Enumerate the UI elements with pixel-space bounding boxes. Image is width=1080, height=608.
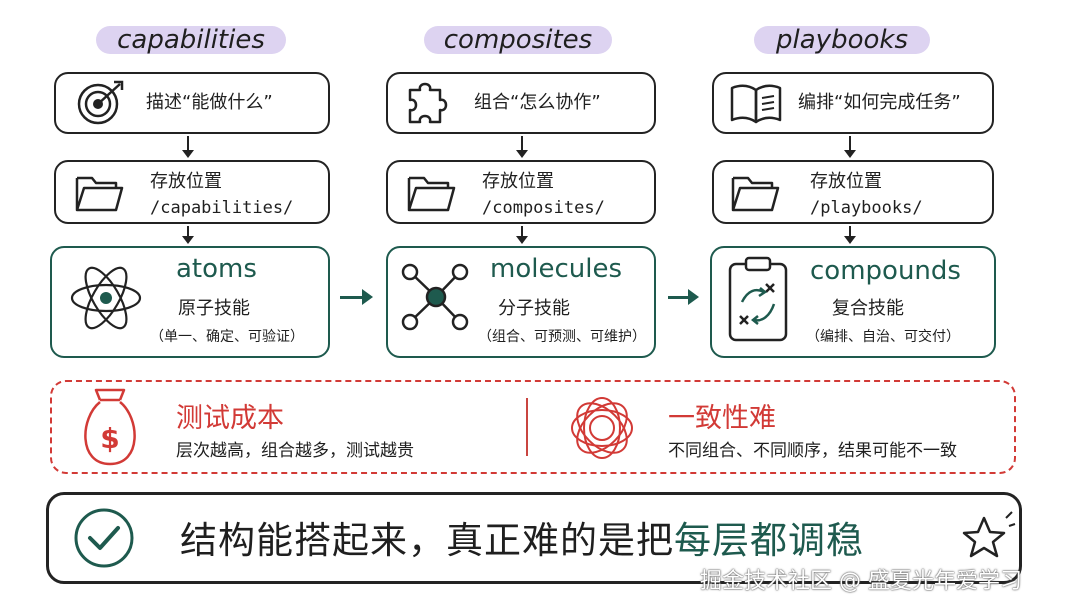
folder-icon <box>731 176 780 212</box>
cost-title: 测试成本 <box>176 403 284 434</box>
skill-cn-compounds: 复合技能 <box>832 298 904 319</box>
consistency-desc: 不同组合、不同顺序，结果可能不一致 <box>668 441 957 461</box>
skill-traits-atoms: （单一、确定、可验证） <box>150 329 304 345</box>
skill-name-atoms: atoms <box>176 254 257 284</box>
conclusion-highlight: 每层都调稳 <box>674 519 864 562</box>
target-icon <box>77 80 124 125</box>
skill-cn-atoms: 原子技能 <box>178 298 250 319</box>
arrow-down <box>516 136 528 158</box>
watermark: 掘金技术社区 @ 盛夏光年爱学习 <box>700 569 1022 594</box>
describe-text-playbooks: 编排“如何完成任务” <box>798 92 961 113</box>
describe-text-capabilities: 描述“能做什么” <box>146 92 273 113</box>
money-bag-icon: $ <box>84 388 136 466</box>
column-label-playbooks: playbooks <box>754 20 930 60</box>
challenges-divider <box>526 398 528 456</box>
star-icon <box>962 511 1016 558</box>
describe-text-composites: 组合“怎么协作” <box>474 92 601 113</box>
location-box-playbooks <box>712 160 994 224</box>
arrow-down <box>844 136 856 158</box>
molecule-icon <box>401 263 469 331</box>
arrow-down <box>182 136 194 158</box>
book-icon <box>730 84 782 124</box>
svg-text:$: $ <box>100 422 119 455</box>
skill-name-molecules: molecules <box>490 254 622 284</box>
folder-icon <box>75 176 124 212</box>
cost-desc: 层次越高，组合越多，测试越贵 <box>176 441 414 461</box>
location-path-composites: /composites/ <box>482 198 605 218</box>
conclusion-text: 结构能搭起来，真正难的是把每层都调稳 <box>180 519 864 562</box>
challenges-box <box>50 380 1016 474</box>
consistency-title: 一致性难 <box>668 403 776 434</box>
location-box-composites <box>386 160 656 224</box>
location-path-capabilities: /capabilities/ <box>150 198 294 218</box>
location-box-capabilities <box>54 160 330 224</box>
skill-traits-compounds: （编排、自治、可交付） <box>806 329 960 345</box>
skill-cn-molecules: 分子技能 <box>498 298 570 319</box>
arrow-down <box>516 226 528 244</box>
arrow-down <box>844 226 856 244</box>
location-title: 存放位置 <box>810 171 882 192</box>
location-title: 存放位置 <box>150 171 222 192</box>
skill-traits-molecules: （组合、可预测、可维护） <box>478 329 646 345</box>
arrow-right <box>340 289 373 305</box>
column-label-capabilities: capabilities <box>96 20 286 60</box>
arrow-down <box>182 226 194 244</box>
location-path-playbooks: /playbooks/ <box>810 198 923 218</box>
location-title: 存放位置 <box>482 171 554 192</box>
skill-name-compounds: compounds <box>810 256 961 286</box>
folder-icon <box>407 176 456 212</box>
atom-icon <box>70 266 142 330</box>
check-circle-icon <box>74 508 134 568</box>
tangle-icon <box>571 397 633 459</box>
clipboard-strategy-icon <box>728 256 788 342</box>
conclusion-box <box>46 492 1022 584</box>
puzzle-icon <box>408 82 448 124</box>
skill-box-atoms <box>50 246 330 358</box>
describe-box-composites <box>386 72 656 134</box>
column-label-composites: composites <box>424 20 612 60</box>
arrow-right <box>668 289 699 305</box>
describe-box-playbooks <box>712 72 994 134</box>
